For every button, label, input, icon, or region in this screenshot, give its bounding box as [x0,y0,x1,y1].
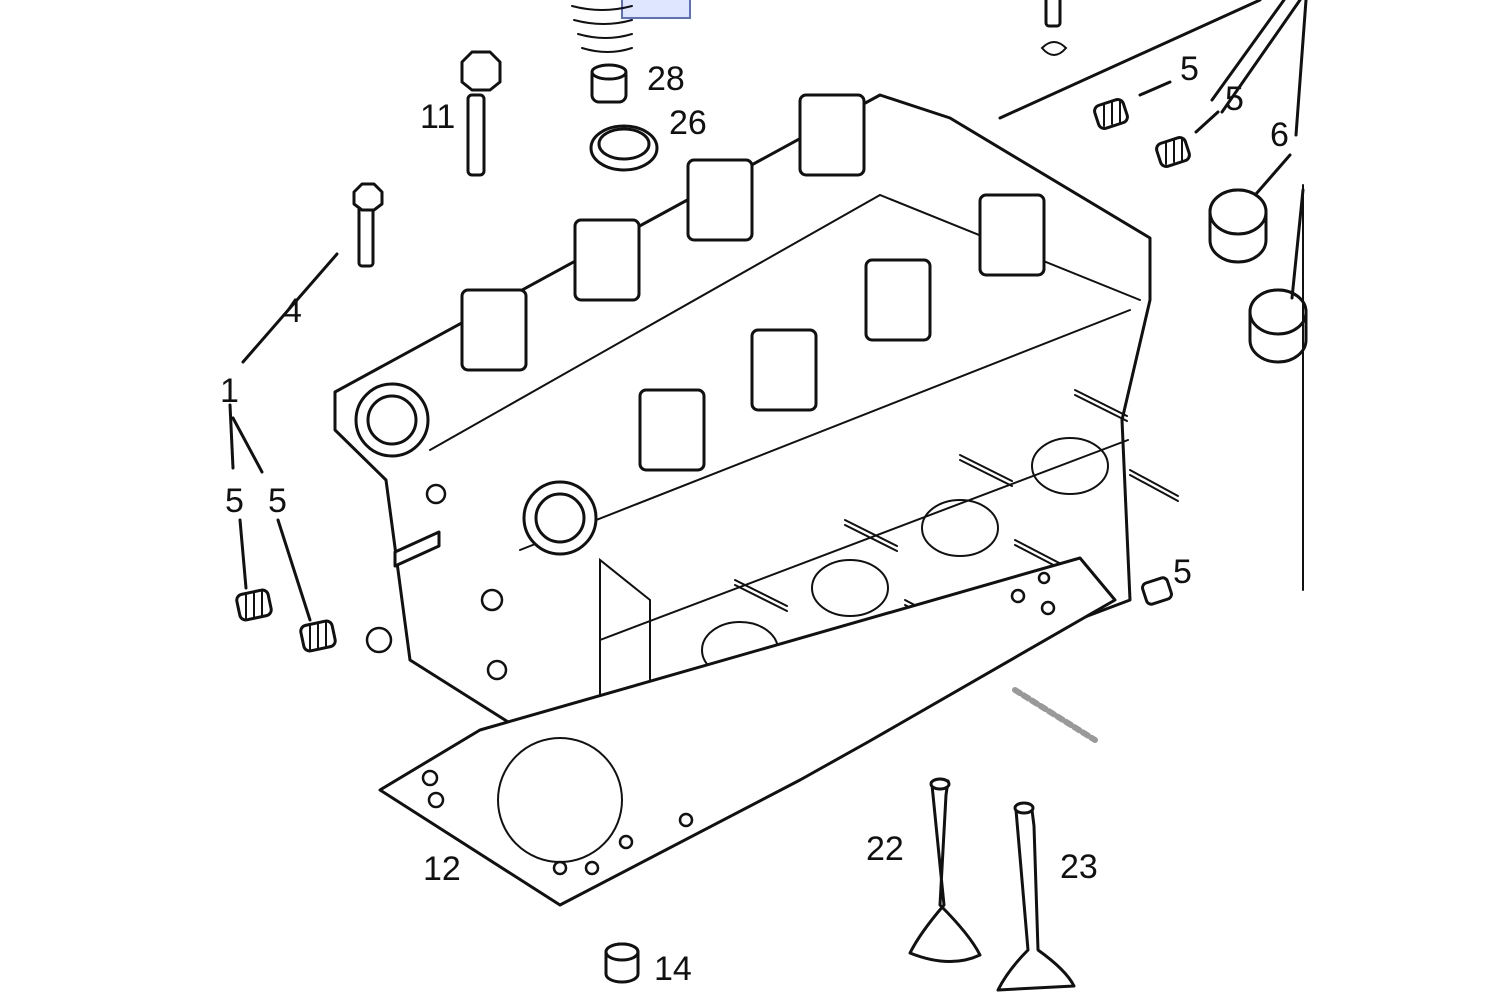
dowel-sleeve [604,942,640,984]
callout-5-left-a: 5 [225,482,244,520]
highlight-tag [621,0,691,19]
head-gasket [378,556,1117,907]
callout-4: 4 [283,292,302,330]
callout-5-top-b: 5 [1225,80,1244,118]
cylinder-head-bolt [460,50,502,177]
threaded-plug-top-right-2 [1155,136,1191,168]
top-stud [1040,0,1068,56]
leader-lines [228,0,1308,622]
small-bolt [352,182,384,268]
threaded-plug-right [1141,576,1173,606]
callout-5-right: 5 [1173,553,1192,591]
callout-5-top-a: 5 [1180,50,1199,88]
valve-spring [571,5,633,53]
callout-28: 28 [647,60,685,98]
intake-valve [908,777,982,964]
cup-plug-1 [1208,188,1268,264]
callout-6: 6 [1270,116,1289,154]
callout-1: 1 [220,372,239,410]
callout-11: 11 [420,98,455,136]
spring-seat-ring [589,124,659,172]
callout-23: 23 [1060,848,1098,886]
threaded-plug-left-1 [235,588,273,622]
callout-26: 26 [669,104,707,142]
threaded-plug-top-right-1 [1093,98,1129,130]
callout-5-left-b: 5 [268,482,287,520]
callout-22: 22 [866,830,904,868]
callout-labels: 28 26 11 4 1 5 5 5 5 5 6 12 22 23 14 [220,50,1289,988]
drawing-reference-mark [1012,687,1098,743]
exhaust-valve [996,801,1076,992]
callout-12: 12 [423,850,461,888]
valve-stem-seal [590,63,628,104]
callout-14: 14 [654,950,692,988]
cup-plug-2 [1248,288,1308,364]
threaded-plug-left-2 [299,619,337,653]
